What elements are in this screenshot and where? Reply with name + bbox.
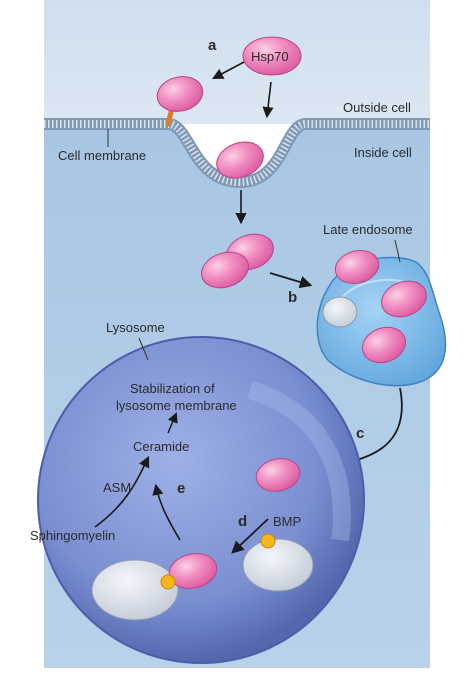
asm-label: ASM <box>103 480 131 495</box>
lysosome-pointer <box>138 337 149 361</box>
bmp-vesicle-left <box>91 559 179 621</box>
late-endosome-rim <box>339 279 405 301</box>
endosome-intraluminal-vesicle <box>322 296 358 328</box>
step-c-label: c <box>356 425 364 442</box>
bmp-molecule-right <box>260 533 276 549</box>
step-b-label: b <box>288 289 297 306</box>
step-a-label: a <box>208 37 217 54</box>
lysosome-hsp70-upper <box>255 458 301 492</box>
arrow-ceramide-to-stabilization <box>167 412 178 434</box>
arrow-e <box>152 483 181 541</box>
bmp-molecule-left <box>160 574 176 590</box>
hsp70-free-protein <box>242 36 302 76</box>
ceramide-label: Ceramide <box>133 439 189 454</box>
hsp70-bound-protein <box>156 76 204 112</box>
endosome-hsp70-top <box>334 250 380 284</box>
hsp70-pair-bottom <box>201 251 249 289</box>
hsp70-label: Hsp70 <box>251 49 289 64</box>
step-e-label: e <box>177 480 185 497</box>
sphingomyelin-label: Sphingomyelin <box>30 528 115 543</box>
arrow-a-left <box>212 61 245 80</box>
late-endosome-label: Late endosome <box>323 222 413 237</box>
endosome-hsp70-right <box>381 280 427 318</box>
endosome-hsp70-bottom <box>362 326 406 364</box>
lysosome-label: Lysosome <box>106 320 165 335</box>
arrow-sphingomyelin-to-ceramide <box>94 455 150 528</box>
late-endosome-pointer <box>394 239 401 263</box>
cell-membrane-label: Cell membrane <box>58 148 146 163</box>
stabilization-text-line2: lysosome membrane <box>116 398 237 413</box>
inside-cell-label: Inside cell <box>354 145 412 160</box>
stabilization-text-line1: Stabilization of <box>130 381 215 396</box>
arrow-d <box>231 518 269 554</box>
lysosome-highlight <box>247 381 351 542</box>
bmp-label: BMP <box>273 514 301 529</box>
arrow-b <box>269 272 313 289</box>
step-d-label: d <box>238 513 247 530</box>
arrow-a-down <box>262 81 274 119</box>
cell-membrane-inner <box>44 120 430 187</box>
hsp70-endocytosed-protein <box>216 141 264 179</box>
outside-cell-region <box>44 0 430 124</box>
outside-cell-label: Outside cell <box>343 100 411 115</box>
bmp-vesicle-right <box>242 538 314 592</box>
